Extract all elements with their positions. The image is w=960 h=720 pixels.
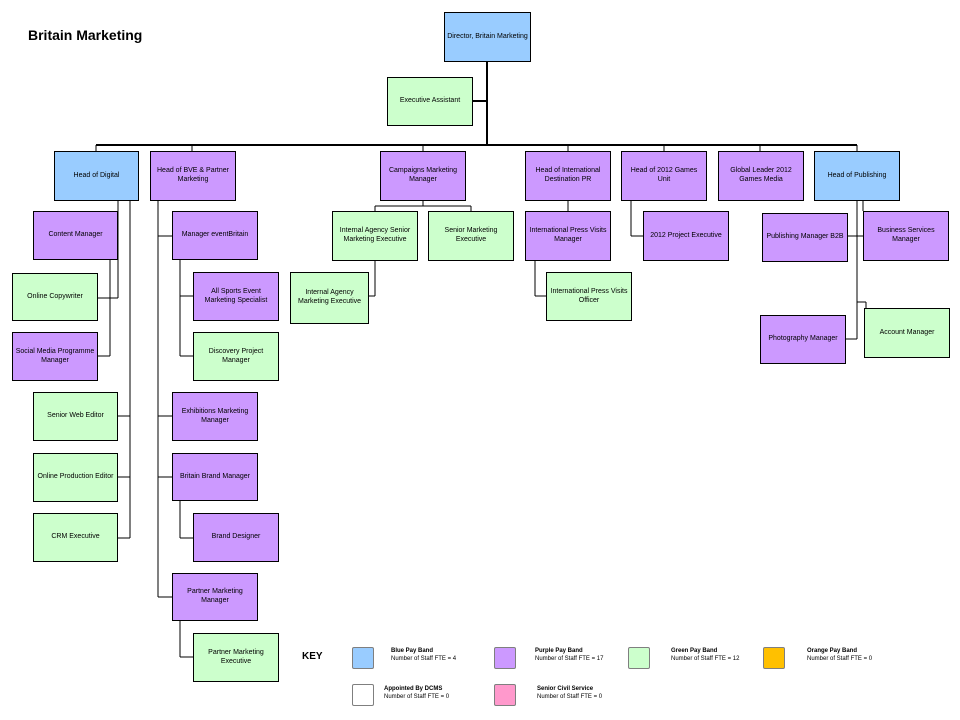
publishing-b2b-box[interactable]: Publishing Manager B2B xyxy=(762,213,848,262)
head-of-bve-box[interactable]: Head of BVE & Partner Marketing xyxy=(150,151,236,201)
all-sports-specialist-label: All Sports Event Marketing Specialist xyxy=(204,287,268,304)
online-copywriter-box[interactable]: Online Copywriter xyxy=(12,273,98,321)
campaigns-manager-box[interactable]: Campaigns Marketing Manager xyxy=(380,151,466,201)
executive-assistant-label: Executive Assistant xyxy=(399,97,461,105)
partner-executive-box[interactable]: Partner Marketing Executive xyxy=(193,633,279,682)
global-leader-label: Global Leader 2012 Games Media xyxy=(730,167,792,183)
internal-agency-exec-box[interactable]: Internal Agency Marketing Executive xyxy=(290,272,369,324)
internal-agency-exec-label: Internal Agency Marketing Executive xyxy=(297,289,362,305)
social-media-manager-label: Social Media Programme Manager xyxy=(15,347,95,364)
project-executive-2012-box[interactable]: 2012 Project Executive xyxy=(643,211,729,261)
intl-press-manager-box[interactable]: International Press Visits Manager xyxy=(525,211,611,261)
key-swatch-green xyxy=(628,647,650,669)
partner-manager-label: Partner Marketing Manager xyxy=(187,588,243,604)
account-manager-box[interactable]: Account Manager xyxy=(864,308,950,358)
photography-manager-box[interactable]: Photography Manager xyxy=(760,315,846,364)
head-of-digital-box[interactable]: Head of Digital xyxy=(54,151,139,201)
brand-manager-box[interactable]: Britain Brand Manager xyxy=(172,453,258,501)
key-swatch-grey xyxy=(352,684,374,706)
content-manager-label: Content Manager xyxy=(48,231,103,239)
director-label: Director, Britain Marketing xyxy=(447,32,528,40)
director-box[interactable]: Director, Britain Marketing xyxy=(444,12,531,62)
social-media-manager-box[interactable]: Social Media Programme Manager xyxy=(12,332,98,381)
online-copywriter-label: Online Copywriter xyxy=(27,292,83,300)
brand-manager-label: Britain Brand Manager xyxy=(179,472,251,480)
head-of-publishing-box[interactable]: Head of Publishing xyxy=(814,151,900,201)
head-2012-label: Head of 2012 Games Unit xyxy=(630,167,698,183)
brand-designer-box[interactable]: Brand Designer xyxy=(193,513,279,562)
intl-press-officer-label: International Press Visits Officer xyxy=(550,287,628,304)
online-production-editor-label: Online Production Editor xyxy=(37,473,114,481)
manager-eventbritain-box[interactable]: Manager eventBritain xyxy=(172,211,258,260)
senior-marketing-exec-label: Senior Marketing Executive xyxy=(444,227,498,243)
internal-agency-senior-box[interactable]: Internal Agency Senior Marketing Executi… xyxy=(332,211,418,261)
head-intl-pr-box[interactable]: Head of International Destination PR xyxy=(525,151,611,201)
key-swatch-purple xyxy=(494,647,516,669)
project-executive-2012-label: 2012 Project Executive xyxy=(650,231,722,239)
content-manager-box[interactable]: Content Manager xyxy=(33,211,118,260)
executive-assistant-box[interactable]: Executive Assistant xyxy=(387,77,473,126)
all-sports-specialist-box[interactable]: All Sports Event Marketing Specialist xyxy=(193,272,279,321)
crm-executive-box[interactable]: CRM Executive xyxy=(33,513,118,562)
publishing-b2b-label: Publishing Manager B2B xyxy=(766,233,844,241)
global-leader-box[interactable]: Global Leader 2012 Games Media xyxy=(718,151,804,201)
online-production-editor-box[interactable]: Online Production Editor xyxy=(33,453,118,502)
discovery-project-manager-box[interactable]: Discovery Project Manager xyxy=(193,332,279,381)
senior-web-editor-box[interactable]: Senior Web Editor xyxy=(33,392,118,441)
head-of-publishing-label: Head of Publishing xyxy=(827,171,887,179)
business-services-box[interactable]: Business Services Manager xyxy=(863,211,949,261)
head-of-digital-label: Head of Digital xyxy=(73,171,120,179)
page-title: Britain Marketing xyxy=(28,27,143,43)
intl-press-manager-label: International Press Visits Manager xyxy=(529,227,607,243)
internal-agency-senior-label: Internal Agency Senior Marketing Executi… xyxy=(339,227,411,243)
manager-eventbritain-label: Manager eventBritain xyxy=(181,231,249,239)
exhibitions-manager-box[interactable]: Exhibitions Marketing Manager xyxy=(172,392,258,441)
discovery-project-manager-label: Discovery Project Manager xyxy=(208,347,264,364)
partner-executive-label: Partner Marketing Executive xyxy=(208,648,264,665)
intl-press-officer-box[interactable]: International Press Visits Officer xyxy=(546,272,632,321)
business-services-label: Business Services Manager xyxy=(877,227,935,243)
head-of-bve-label: Head of BVE & Partner Marketing xyxy=(157,167,229,183)
head-intl-pr-label: Head of International Destination PR xyxy=(535,167,601,183)
brand-designer-label: Brand Designer xyxy=(211,533,261,541)
key-title: KEY xyxy=(302,651,323,662)
partner-manager-box[interactable]: Partner Marketing Manager xyxy=(172,573,258,621)
key-swatch-orange xyxy=(763,647,785,669)
key-swatch-pink xyxy=(494,684,516,706)
account-manager-label: Account Manager xyxy=(879,328,935,336)
head-2012-box[interactable]: Head of 2012 Games Unit xyxy=(621,151,707,201)
exhibitions-manager-label: Exhibitions Marketing Manager xyxy=(181,407,249,424)
campaigns-manager-label: Campaigns Marketing Manager xyxy=(388,167,458,183)
crm-executive-label: CRM Executive xyxy=(51,533,100,541)
senior-web-editor-label: Senior Web Editor xyxy=(47,412,104,420)
photography-manager-label: Photography Manager xyxy=(768,335,838,343)
senior-marketing-exec-box[interactable]: Senior Marketing Executive xyxy=(428,211,514,261)
key-swatch-blue xyxy=(352,647,374,669)
